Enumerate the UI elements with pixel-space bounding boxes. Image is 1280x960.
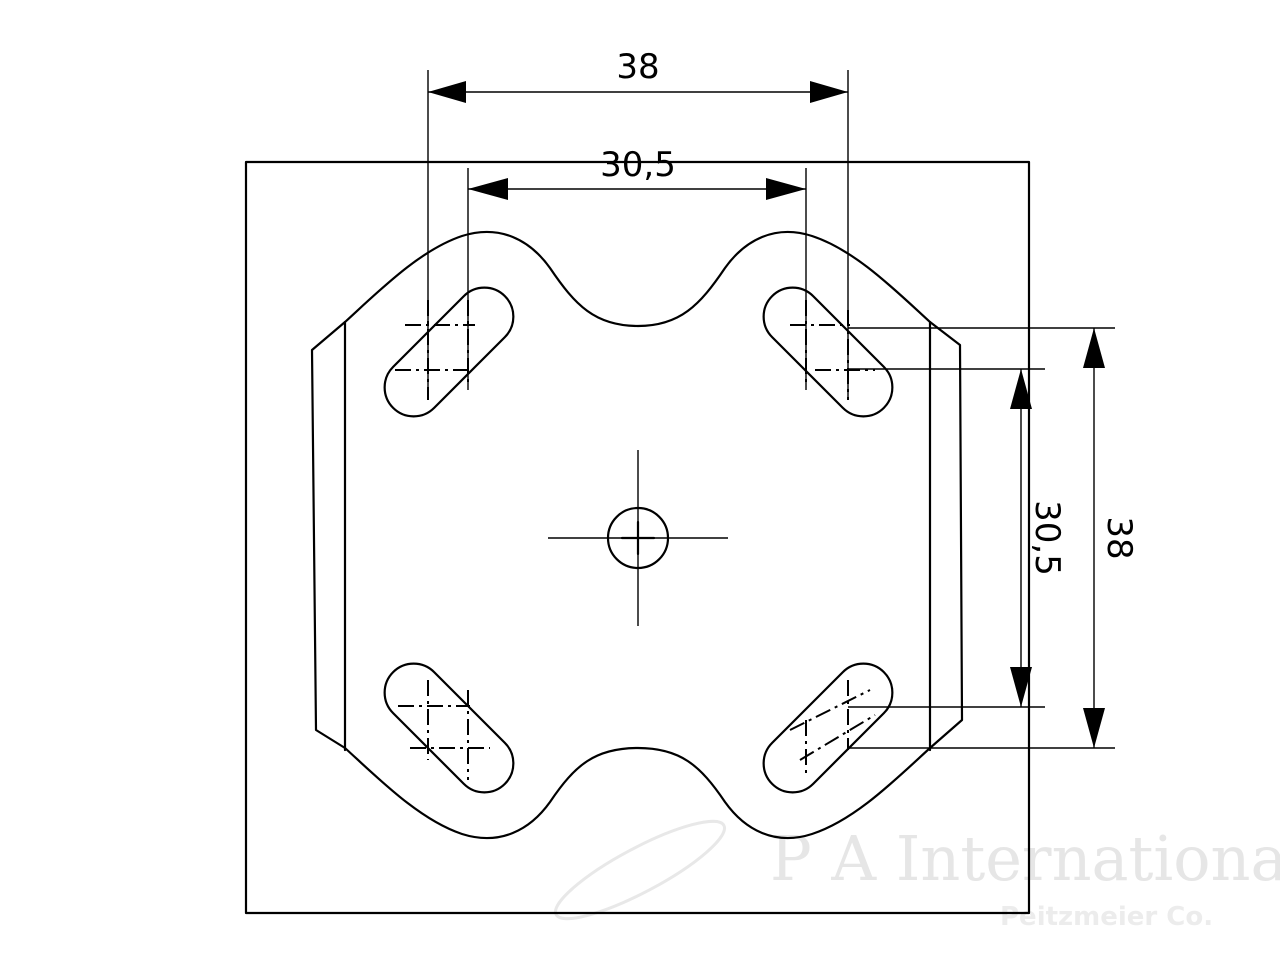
dimension-right-outer: 38 xyxy=(848,327,1139,749)
dimension-top-outer-label: 38 xyxy=(616,47,659,87)
slot-top-left xyxy=(383,286,515,418)
watermark-company-subtitle: Peitzmeier Co. xyxy=(1000,902,1213,932)
dimension-right-inner-label: 30,5 xyxy=(1027,500,1067,576)
slot-top-right xyxy=(762,286,894,418)
base-square-outline xyxy=(244,160,1031,915)
watermark-company-name: P A International xyxy=(770,822,1280,895)
dimension-top-inner-label: 30,5 xyxy=(600,145,676,185)
dimension-right-outer-label: 38 xyxy=(1099,516,1139,559)
dimension-right-inner: 30,5 xyxy=(848,368,1067,708)
watermark: P A International Peitzmeier Co. xyxy=(553,819,1280,932)
watermark-logo-icon xyxy=(553,819,727,921)
slot-bottom-left xyxy=(383,662,515,794)
slot-bottom-right xyxy=(762,662,894,794)
dimension-top-inner: 30,5 xyxy=(467,145,807,390)
dimension-top-outer: 38 xyxy=(427,47,849,400)
center-hole xyxy=(548,450,728,626)
